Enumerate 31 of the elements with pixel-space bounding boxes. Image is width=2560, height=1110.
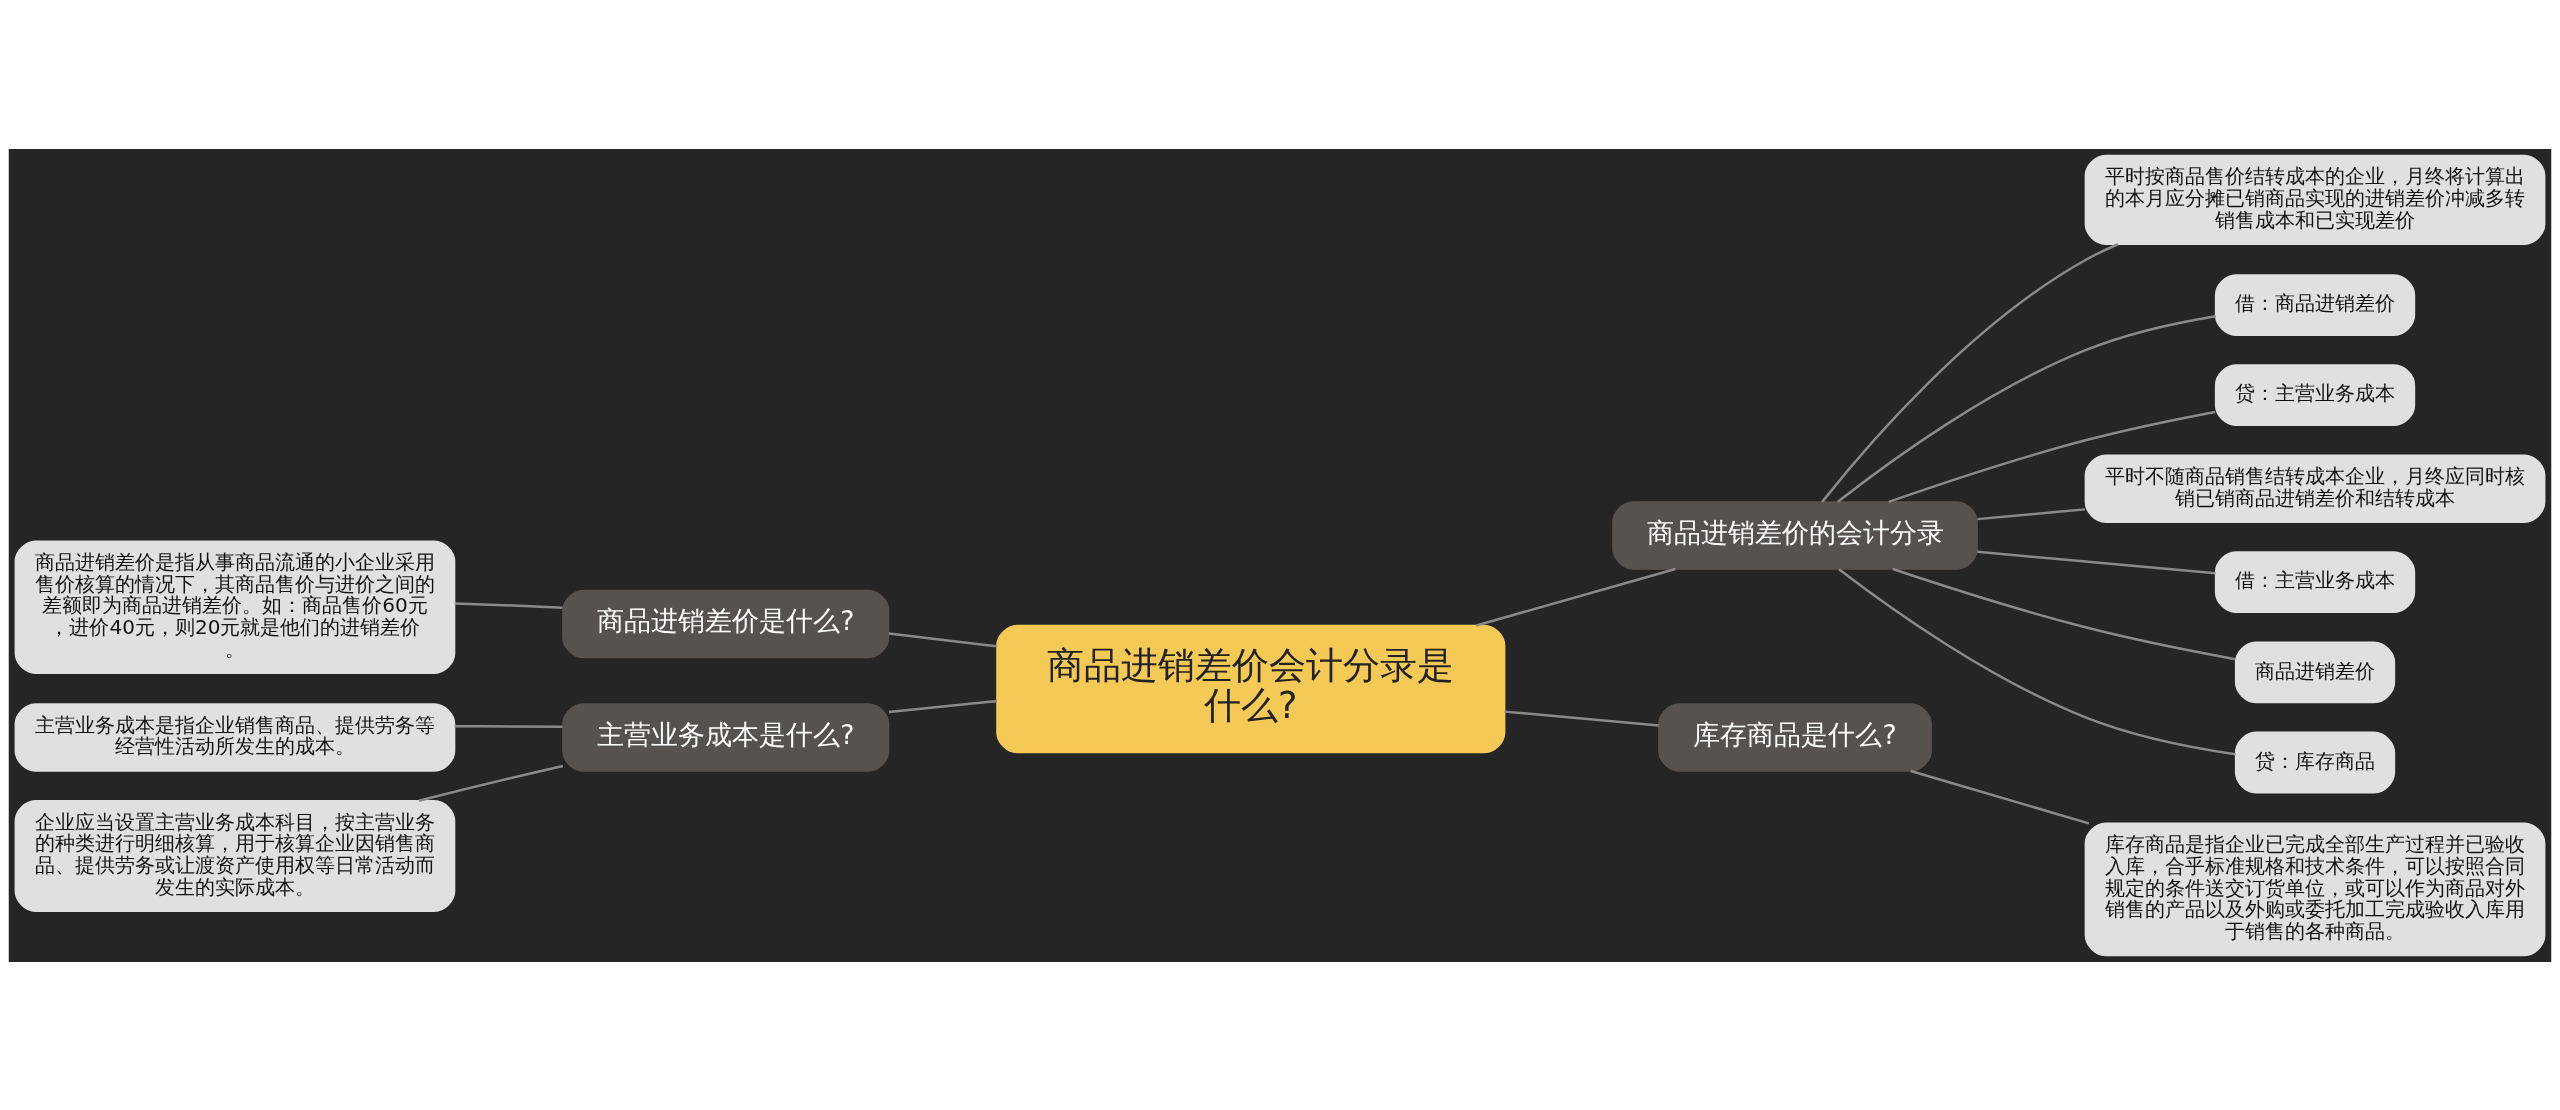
node-box: 借：主营业务成本 bbox=[2214, 550, 2416, 613]
connector bbox=[1977, 507, 2086, 520]
node-box: 商品进销差价 bbox=[2234, 640, 2396, 703]
connector bbox=[1504, 709, 1659, 727]
node-box: 商品进销差价是什么? bbox=[562, 589, 890, 658]
connector bbox=[454, 724, 563, 728]
connector bbox=[1888, 410, 2216, 503]
node-box: 主营业务成本是什么? bbox=[562, 702, 890, 772]
node-box: 主营业务成本是指企业销售商品、提供劳务等经营性活动所发生的成本。 bbox=[14, 702, 456, 772]
node-box: 商品进销差价的会计分录 bbox=[1612, 500, 1978, 570]
node-box: 贷：库存商品 bbox=[2234, 731, 2396, 793]
connector bbox=[1476, 567, 1676, 627]
connector bbox=[1838, 567, 2236, 756]
node-box: 商品进销差价是指从事商品流通的小企业采用售价核算的情况下，其商品售价与进价之间的差额即为商品进销差价。如：商品售价60元，进价40元，则20元就是他们的进销差价。 bbox=[14, 539, 456, 674]
connector bbox=[1821, 242, 2119, 503]
connector bbox=[1892, 567, 2236, 660]
node-box: 平时按商品售价结转成本的企业，月终将计算出的本月应分摊已销商品实现的进销差价冲减多转销售成本和已实现差价 bbox=[2084, 154, 2546, 245]
node-box: 贷：主营业务成本 bbox=[2214, 363, 2416, 426]
connector bbox=[1977, 550, 2216, 575]
connector bbox=[454, 601, 563, 609]
node-box: 库存商品是指企业已完成全部生产过程并已验收入库，合乎标准规格和技术条件，可以按照合同规定的条件送交订货单位，或可以作为商品对外销售的产品以及外购或委托加工完成验收入库用于销售的各种商品。 bbox=[2084, 822, 2546, 956]
node-box: 商品进销差价会计分录是什么? bbox=[996, 624, 1506, 753]
connector bbox=[888, 699, 997, 713]
node-box: 企业应当设置主营业务成本科目，按主营业务的种类进行明细核算，用于核算企业因销售商品、提供劳务或让渡资产使用权等日常活动而发生的实际成本。 bbox=[14, 799, 456, 912]
node-box: 平时不随商品销售结转成本企业，月终应同时核销已销商品进销差价和结转成本 bbox=[2084, 454, 2546, 523]
node-box: 库存商品是什么? bbox=[1658, 702, 1932, 772]
connector bbox=[1910, 769, 2090, 825]
node-box: 借：商品进销差价 bbox=[2214, 273, 2416, 336]
connector bbox=[888, 631, 998, 648]
connector bbox=[1837, 314, 2216, 503]
connector bbox=[418, 764, 564, 802]
